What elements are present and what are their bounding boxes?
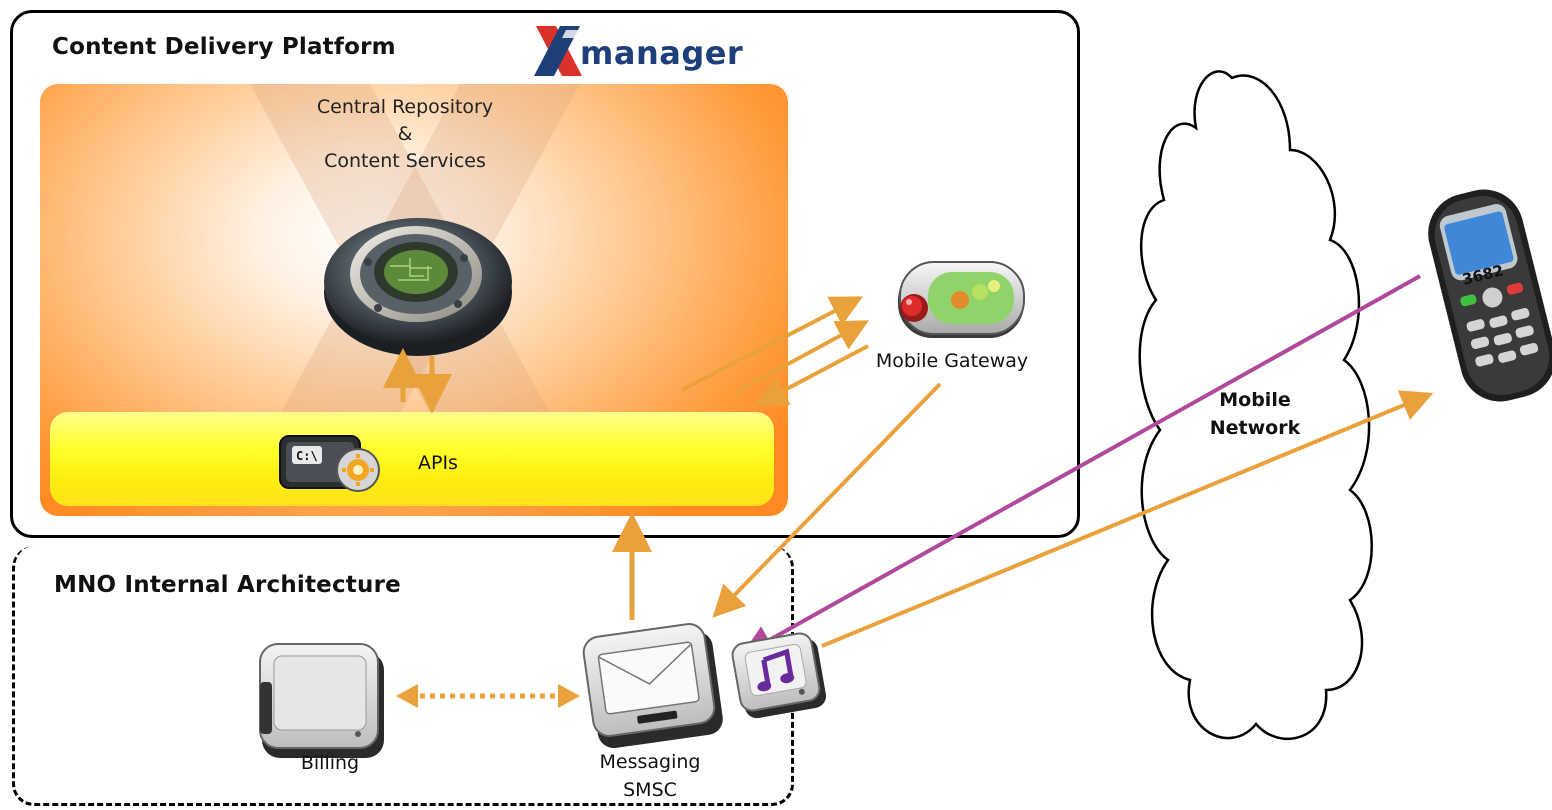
platform-to-gateway-arrow-1 — [681, 296, 864, 392]
messaging-arrowhead — [558, 684, 580, 708]
mobile-phone-icon — [1428, 189, 1552, 402]
repository-label-line3: Content Services — [324, 150, 486, 172]
network-label-line2: Network — [1209, 417, 1301, 439]
content-to-phone-arrow — [821, 390, 1434, 648]
mobile-network-label: Mobile Network — [1190, 386, 1320, 442]
capsule-status-icon — [898, 261, 1025, 338]
x-logo-icon — [534, 26, 582, 76]
billing-label: Billing — [300, 752, 360, 774]
messaging-label: Messaging SMSC — [570, 748, 730, 804]
gateway-to-smsc-arrow — [712, 382, 942, 618]
repository-label: Central Repository & Content Services — [270, 94, 540, 175]
mno-title: MNO Internal Architecture — [54, 572, 401, 598]
xmanager-logo — [534, 26, 582, 76]
drive-icon — [259, 643, 384, 758]
hard-disk-icon — [324, 218, 512, 356]
repository-label-line2: & — [397, 123, 413, 145]
platform-title: Content Delivery Platform — [52, 34, 396, 60]
apis-bar — [50, 412, 774, 506]
gateway-to-platform-arrow — [754, 344, 869, 406]
network-label-line1: Mobile — [1219, 389, 1291, 411]
mobile-network-cloud — [1138, 70, 1373, 740]
apis-label: APIs — [418, 452, 458, 474]
terminal-gear-icon: C:\ — [279, 435, 380, 492]
billing-arrowhead — [396, 684, 418, 708]
envelope-icon — [582, 623, 723, 749]
repository-label-line1: Central Repository — [316, 96, 494, 118]
messaging-label-line2: SMSC — [623, 779, 677, 801]
music-note-icon — [731, 632, 827, 719]
messaging-label-line1: Messaging — [599, 751, 701, 773]
logo-text: manager — [580, 34, 744, 72]
svg-text:C:\: C:\ — [296, 449, 318, 463]
mobile-gateway-label: Mobile Gateway — [875, 350, 1029, 372]
phone-to-content-sms-arrow — [741, 274, 1421, 656]
